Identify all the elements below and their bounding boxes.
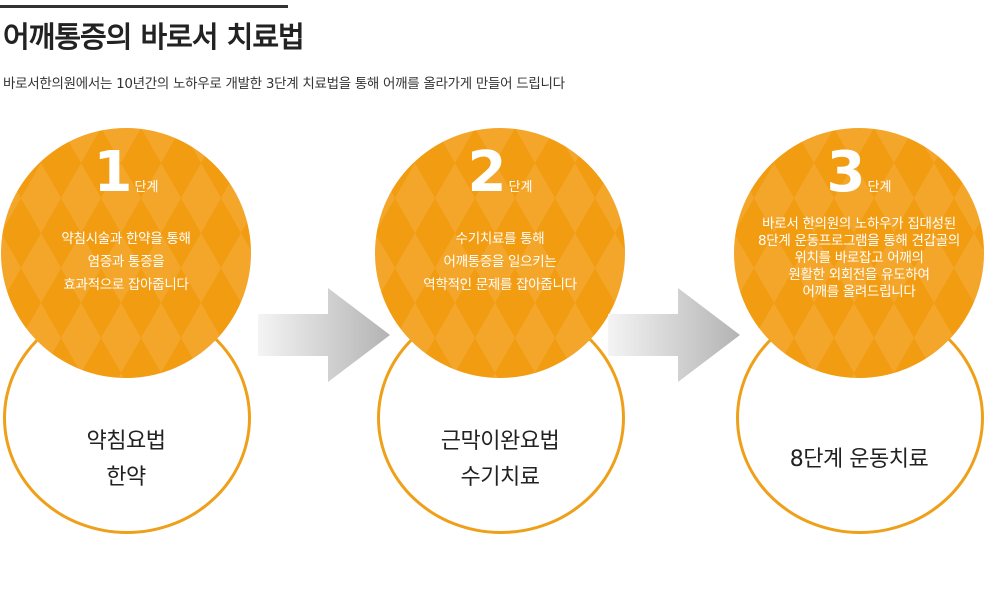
- description-line: 약침시술과 한약을 통해: [61, 231, 191, 247]
- step-number: 3: [826, 140, 866, 205]
- title-rule: [0, 5, 288, 8]
- step-2-description: 수기치료를 통해 어깨통증을 일으키는 역학적인 문제를 잡아줍니다: [383, 228, 617, 297]
- step-3-description: 바로서 한의원의 노하우가 집대성된 8단계 운동프로그램을 통해 견갑골의 위…: [742, 216, 976, 301]
- step-1-label-line: 약침요법: [86, 429, 166, 454]
- page-title: 어깨통증의 바로서 치료법: [3, 20, 305, 54]
- description-line: 원활한 외회전을 유도하여: [788, 267, 930, 283]
- description-line: 바로서 한의원의 노하우가 집대성된: [762, 216, 956, 232]
- description-line: 염증과 통증을: [87, 254, 165, 270]
- step-3-label-line: 8단계 운동치료: [789, 447, 929, 472]
- right-arrow-icon: [258, 288, 390, 382]
- description-line: 수기치료를 통해: [455, 231, 545, 247]
- step-1-label-line: 한약: [106, 465, 146, 490]
- page-subtitle: 바로서한의원에서는 10년간의 노하우로 개발한 3단계 치료법을 통해 어깨를…: [3, 76, 565, 92]
- description-line: 어깨를 올려드립니다: [802, 284, 916, 300]
- step-2-label-line: 수기치료: [460, 465, 540, 490]
- description-line: 역학적인 문제를 잡아줍니다: [423, 277, 577, 293]
- description-line: 어깨통증을 일으키는: [443, 254, 557, 270]
- step-2-label-line: 근막이완요법: [440, 429, 560, 454]
- step-number: 2: [467, 140, 507, 205]
- description-line: 8단계 운동프로그램을 통해 견갑골의: [757, 233, 961, 249]
- step-unit: 단계: [508, 180, 533, 195]
- step-3-label: 8단계 운동치료: [734, 442, 984, 478]
- step-number: 1: [93, 140, 133, 205]
- step-2-label: 근막이완요법 수기치료: [375, 424, 625, 496]
- right-arrow-icon: [608, 288, 740, 382]
- step-unit: 단계: [134, 180, 159, 195]
- description-line: 위치를 바로잡고 어깨의: [794, 250, 924, 266]
- step-1-label: 약침요법 한약: [1, 424, 251, 496]
- step-unit: 단계: [867, 180, 892, 195]
- description-line: 효과적으로 잡아줍니다: [63, 277, 189, 293]
- step-1-description: 약침시술과 한약을 통해 염증과 통증을 효과적으로 잡아줍니다: [9, 228, 243, 297]
